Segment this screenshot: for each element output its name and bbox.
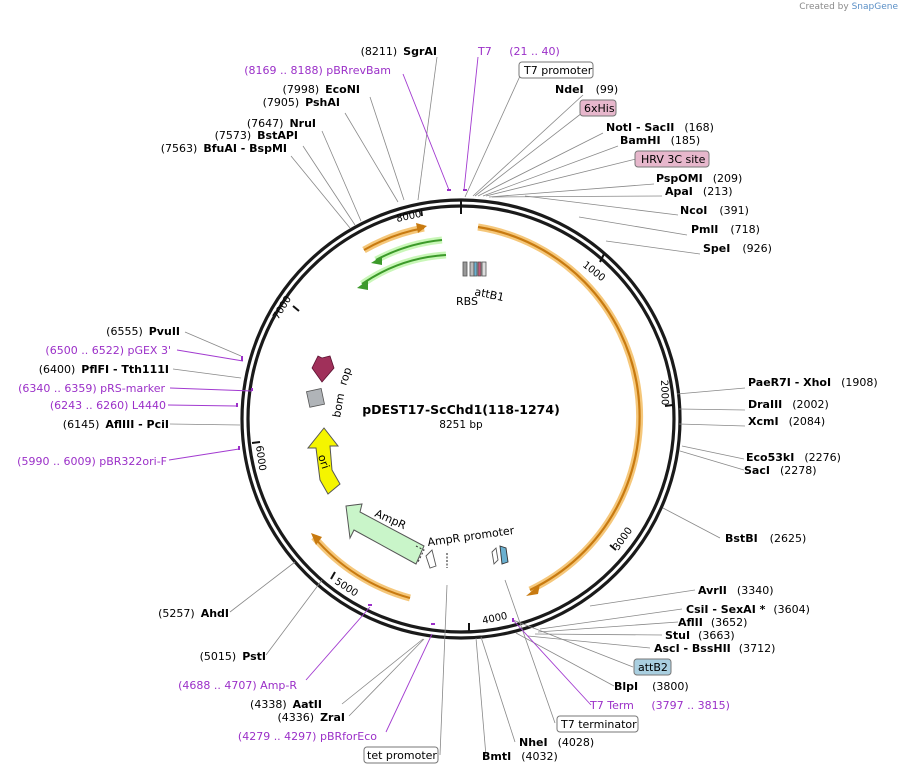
primer-marks [236, 189, 514, 625]
primer-t7term: T7 Term (3797 .. 3815) [589, 699, 730, 712]
green-arrows [357, 236, 447, 290]
site-econi: (7998)EcoNI [283, 83, 360, 96]
t7-promoter-label: T7 promoter [523, 64, 593, 77]
site-sgrai: (8211)SgrAI [361, 45, 437, 58]
attb2-label: attB2 [638, 661, 668, 674]
tick-labels: 1000 2000 3000 4000 5000 6000 7000 8000 [253, 209, 670, 627]
site-csii: CsiI - SexAI *(3604) [686, 603, 810, 616]
site-pspomi: PspOMI(209) [656, 172, 742, 185]
ampr-promoter-feature [425, 549, 448, 569]
site-bamhi: BamHI(185) [620, 134, 700, 147]
box-t7-terminator: T7 terminator [556, 715, 639, 733]
credit-prefix: Created by [799, 2, 849, 12]
primer-prsmarker: (6340 .. 6359) pRS-marker [18, 382, 165, 395]
tick-7000: 7000 [271, 294, 294, 321]
site-blpi: BlpI(3800) [614, 680, 689, 693]
site-paer7i: PaeR7I - XhoI(1908) [748, 376, 878, 389]
site-afliii: (6145)AflIII - PciI [63, 418, 169, 431]
orf-arrow-top [362, 223, 427, 254]
primer-l4440: (6243 .. 6260) L4440 [50, 399, 166, 412]
box-attb2: attB2 [633, 658, 672, 676]
site-ahdi: (5257)AhdI [158, 607, 229, 620]
primer-t7: T7 (21 .. 40) [477, 45, 560, 58]
site-bfuai: (7563)BfuAI - BspMI [161, 142, 287, 155]
site-asci: AscI - BssHII(3712) [654, 642, 775, 655]
snapgene-credit: Created by SnapGene [799, 2, 898, 12]
primer-pbrforeco: (4279 .. 4297) pBRforEco [238, 730, 377, 743]
primer-leader-lines [167, 56, 592, 733]
tick-8000: 8000 [395, 209, 422, 225]
site-xcmi: XcmI(2084) [748, 415, 825, 428]
bom-label: bom [330, 392, 347, 418]
plasmid-title: pDEST17-ScChd1(118-1274) [362, 402, 560, 417]
site-ncoi: NcoI(391) [680, 204, 749, 217]
site-zrai: (4336)ZraI [278, 711, 346, 724]
site-noti: NotI - SacII(168) [606, 121, 714, 134]
insert-orf-arrow [477, 223, 644, 596]
box-t7-promoter: T7 promoter [518, 61, 594, 79]
site-apai: ApaI(213) [665, 185, 733, 198]
bom-feature [306, 388, 325, 408]
site-saci: SacI(2278) [744, 464, 817, 477]
credit-brand: SnapGene [851, 2, 898, 12]
site-spei: SpeI(926) [703, 242, 772, 255]
tick-2000: 2000 [658, 380, 670, 406]
box-hrv-3c-site: HRV 3C site [634, 150, 710, 168]
tet-promoter-label: tet promoter [367, 749, 437, 762]
ampr-feature [345, 503, 425, 565]
orf-arrow-lower [311, 533, 411, 602]
his-label: 6xHis [584, 102, 615, 115]
rbs-label: RBS [456, 295, 478, 308]
tick-4000: 4000 [481, 611, 508, 627]
ori-feature [306, 427, 341, 495]
site-aflii: AflII(3652) [678, 616, 747, 629]
site-aatii: (4338)AatII [250, 698, 322, 711]
primer-pgex3: (6500 .. 6522) pGEX 3' [45, 344, 171, 357]
site-ndei: NdeI(99) [555, 83, 618, 96]
site-pflfi: (6400)PflFI - Tth111I [39, 363, 169, 376]
box-tet-promoter: tet promoter [363, 746, 439, 764]
site-psti: (5015)PstI [200, 650, 266, 663]
box-6xhis: 6xHis [579, 99, 617, 117]
site-bstapi: (7573)BstAPI [215, 129, 298, 142]
tick-6000: 6000 [253, 445, 267, 472]
primer-pbr322orif: (5990 .. 6009) pBR322ori-F [17, 455, 167, 468]
site-bstbi: BstBI(2625) [725, 532, 806, 545]
site-draiii: DraIII(2002) [748, 398, 829, 411]
site-avrii: AvrII(3340) [698, 584, 773, 597]
site-leader-lines [169, 56, 746, 757]
primer-pbrrevbam: (8169 .. 8188) pBRrevBam [244, 64, 391, 77]
site-nrui: (7647)NruI [247, 117, 316, 130]
rop-feature [311, 355, 335, 383]
plasmid-length: 8251 bp [439, 419, 483, 431]
site-pshai: (7905)PshAI [263, 96, 340, 109]
ring-ticks [251, 200, 674, 631]
t7-terminator-label: T7 terminator [560, 718, 637, 731]
ampr-promoter-label: AmpR promoter [427, 524, 516, 549]
site-bmti: BmtI(4032) [482, 750, 558, 763]
t7-term-features [491, 545, 509, 565]
rop-label: rop [336, 366, 354, 387]
site-nhei: NheI(4028) [519, 736, 594, 749]
site-pvuii: (6555)PvuII [106, 325, 180, 338]
hrv-label: HRV 3C site [641, 153, 706, 166]
site-pmli: PmlI(718) [691, 223, 760, 236]
primer-ampr: (4688 .. 4707) Amp-R [178, 679, 297, 692]
rbs-attb1-features [462, 261, 487, 277]
ori-label: ori [315, 453, 332, 471]
attb1-label: attB1 [473, 285, 505, 304]
tick-5000: 5000 [332, 576, 359, 599]
site-stui: StuI(3663) [665, 629, 735, 642]
site-eco53ki: Eco53kI(2276) [746, 451, 841, 464]
